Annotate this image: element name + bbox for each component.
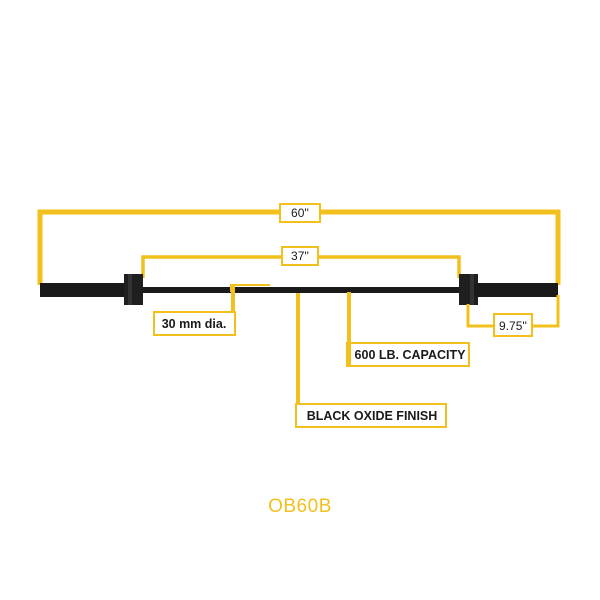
- overall-length-label: 60'': [291, 206, 309, 220]
- left-collar-rim: [128, 274, 132, 305]
- capacity-label: 600 LB. CAPACITY: [355, 348, 467, 362]
- sleeve-length-label: 9.75'': [499, 319, 527, 333]
- capacity-accent: [347, 343, 351, 366]
- finish-leader: [296, 293, 300, 427]
- overall-length-box: [279, 203, 321, 223]
- overall-length-dimension: 60'': [37, 203, 561, 285]
- sleeve-length-box: [493, 313, 533, 337]
- right-collar-rim: [470, 274, 474, 305]
- finish-callout: BLACK OXIDE FINISH: [295, 293, 447, 428]
- left-collar: [124, 274, 143, 305]
- capacity-leader: [347, 292, 351, 366]
- sleeve-length-dimension: 9.75'': [466, 295, 560, 337]
- finish-label-box: [295, 403, 447, 428]
- diameter-label-box: [153, 311, 236, 336]
- left-sleeve: [40, 283, 128, 297]
- grip-length-dimension: 37'': [141, 246, 461, 278]
- grip-length-label: 37'': [291, 249, 309, 263]
- model-number: OB60B: [268, 496, 332, 517]
- diameter-callout: 30 mm dia.: [153, 284, 270, 336]
- bar-shaft: [143, 287, 459, 293]
- right-sleeve: [474, 283, 558, 297]
- capacity-callout: 600 LB. CAPACITY: [346, 292, 470, 367]
- barbell: [40, 274, 558, 305]
- finish-label: BLACK OXIDE FINISH: [307, 409, 438, 423]
- grip-length-box: [281, 246, 319, 266]
- diameter-tab: [231, 285, 235, 335]
- diameter-label: 30 mm dia.: [162, 317, 227, 331]
